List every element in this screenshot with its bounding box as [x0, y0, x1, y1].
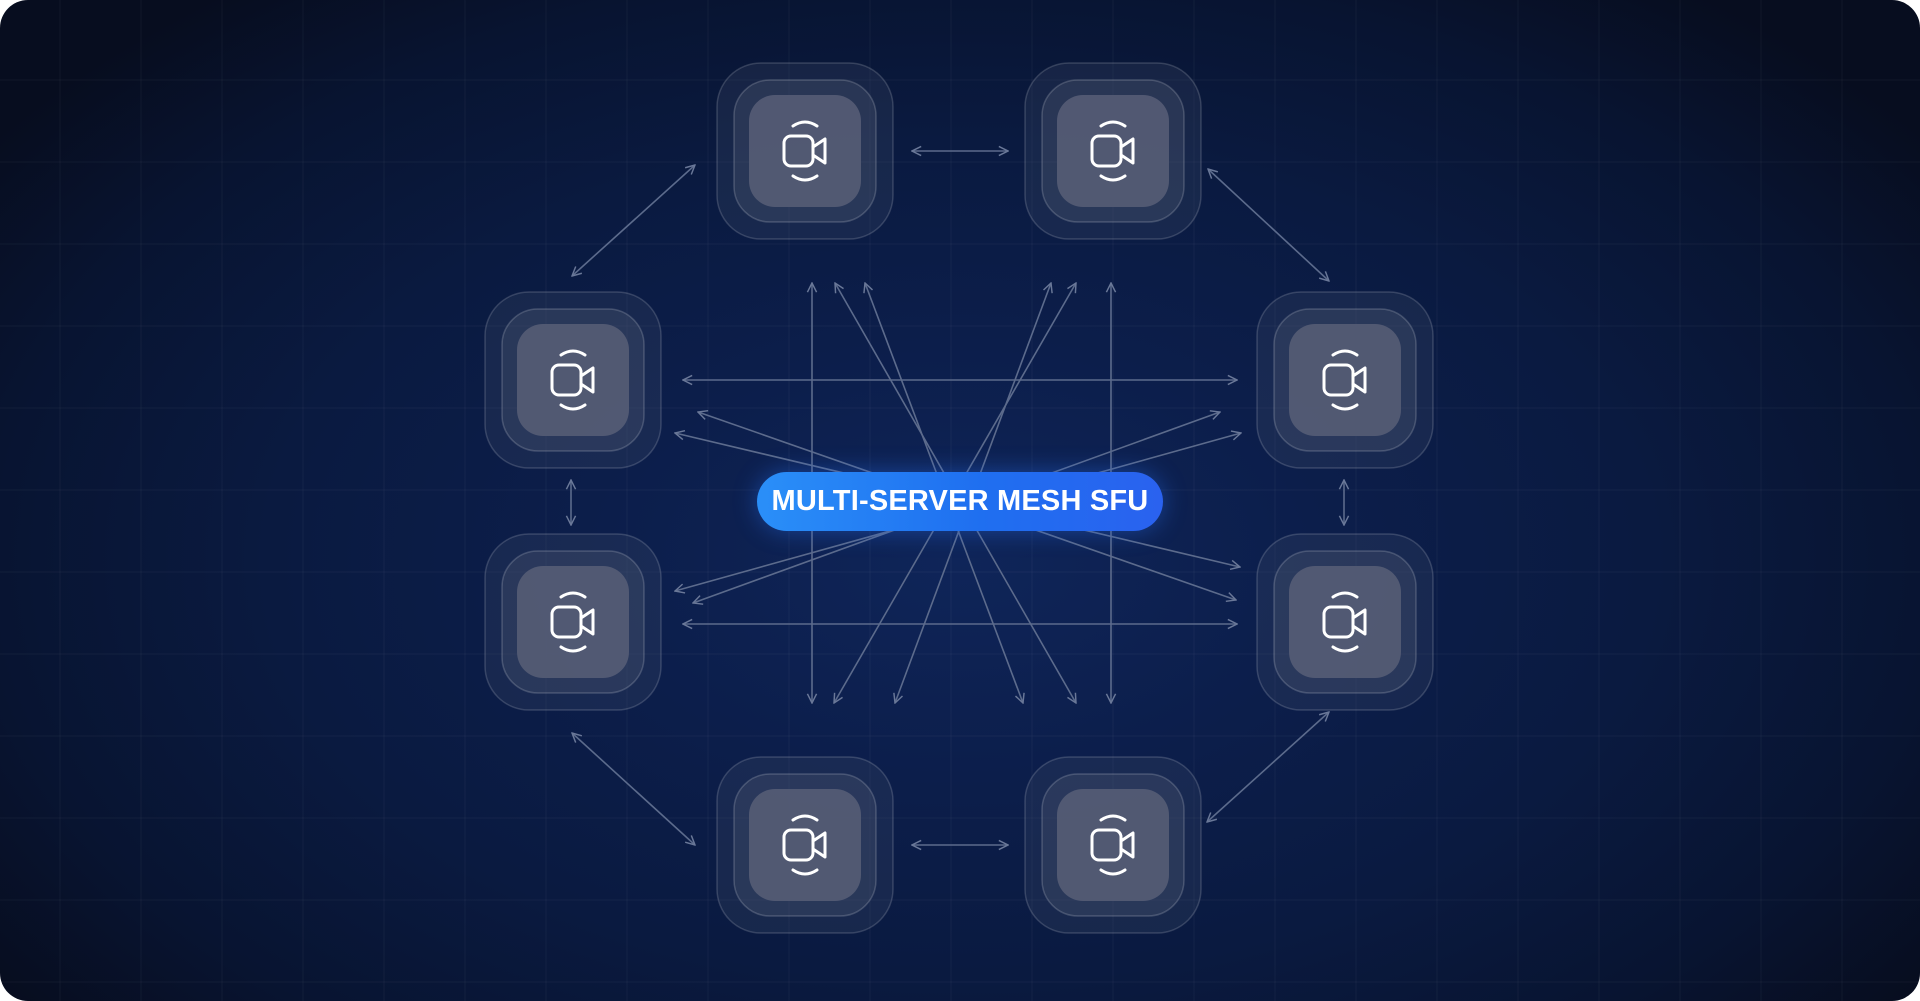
- video-camera-icon: [1090, 120, 1135, 182]
- video-nodes: [484, 62, 1434, 934]
- video-camera-icon: [550, 349, 595, 411]
- video-node: [1256, 533, 1434, 711]
- video-camera-icon: [550, 591, 595, 653]
- node-tile: [749, 95, 861, 207]
- node-tile: [1057, 95, 1169, 207]
- node-tile: [1057, 789, 1169, 901]
- connector-arrow: [572, 733, 695, 845]
- mesh-sfu-label-text: MULTI-SERVER MESH SFU: [771, 485, 1149, 517]
- video-node: [1024, 756, 1202, 934]
- mesh-sfu-label: MULTI-SERVER MESH SFU: [757, 472, 1163, 531]
- video-camera-icon: [1322, 591, 1367, 653]
- video-node: [484, 533, 662, 711]
- video-node: [716, 62, 894, 240]
- node-tile: [749, 789, 861, 901]
- node-tile: [517, 324, 629, 436]
- connector-arrow: [572, 165, 695, 276]
- video-camera-icon: [1090, 814, 1135, 876]
- video-camera-icon: [782, 120, 827, 182]
- node-tile: [517, 566, 629, 678]
- video-node: [1256, 291, 1434, 469]
- video-node: [484, 291, 662, 469]
- connector-arrow: [1208, 169, 1329, 281]
- video-node: [1024, 62, 1202, 240]
- node-tile: [1289, 566, 1401, 678]
- video-node: [716, 756, 894, 934]
- connector-arrow: [1207, 712, 1329, 822]
- video-camera-icon: [782, 814, 827, 876]
- video-camera-icon: [1322, 349, 1367, 411]
- node-tile: [1289, 324, 1401, 436]
